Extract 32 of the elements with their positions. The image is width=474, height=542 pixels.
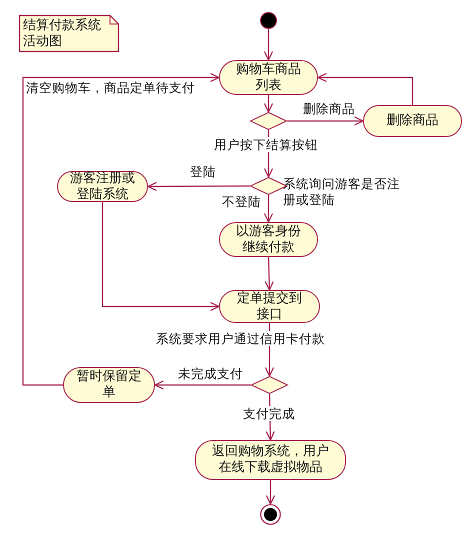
activity-box: 暂时保留定单 <box>63 367 155 403</box>
edge-label: 清空购物车，商品定单待支付 <box>25 80 196 95</box>
arrow <box>264 29 274 61</box>
edge-label: 支付完成 <box>242 406 296 421</box>
decision-diamond <box>251 376 288 394</box>
decision-diamond <box>250 112 287 130</box>
arrow <box>266 480 276 505</box>
activity-box: 删除商品 <box>363 105 462 137</box>
edge-label: 系统要求用户通过信用卡付款 <box>155 331 326 346</box>
edge-label: 删除商品 <box>302 101 356 116</box>
activity-box: 购物车商品列表 <box>219 60 318 95</box>
arrow <box>287 116 364 126</box>
start-dot <box>260 12 277 29</box>
arrow <box>154 380 251 390</box>
activity-box: 游客注册或登陆系统 <box>57 171 148 202</box>
activity-box: 以游客身份继续付款 <box>219 222 318 257</box>
condition-note: 系统询问游客是否注册或登陆 <box>283 176 401 208</box>
arrow <box>147 182 250 192</box>
arrow <box>264 256 274 291</box>
arrow <box>264 195 274 223</box>
edge-label: 用户按下结算按钮 <box>213 137 319 152</box>
edge-label: 登陆 <box>189 164 217 179</box>
edge-label: 未完成支付 <box>177 366 244 381</box>
arrow <box>102 202 220 312</box>
activity-box: 定单提交到接口 <box>219 290 320 323</box>
edge-label: 不登陆 <box>221 194 262 209</box>
arrow <box>264 95 274 113</box>
note-box: 结算付款系统活动图 <box>19 15 119 52</box>
arrow <box>22 72 220 386</box>
arrow <box>317 72 414 105</box>
end-bullseye <box>260 504 281 525</box>
activity-box: 返回购物系统，用户在线下载虚拟物品 <box>195 440 346 480</box>
